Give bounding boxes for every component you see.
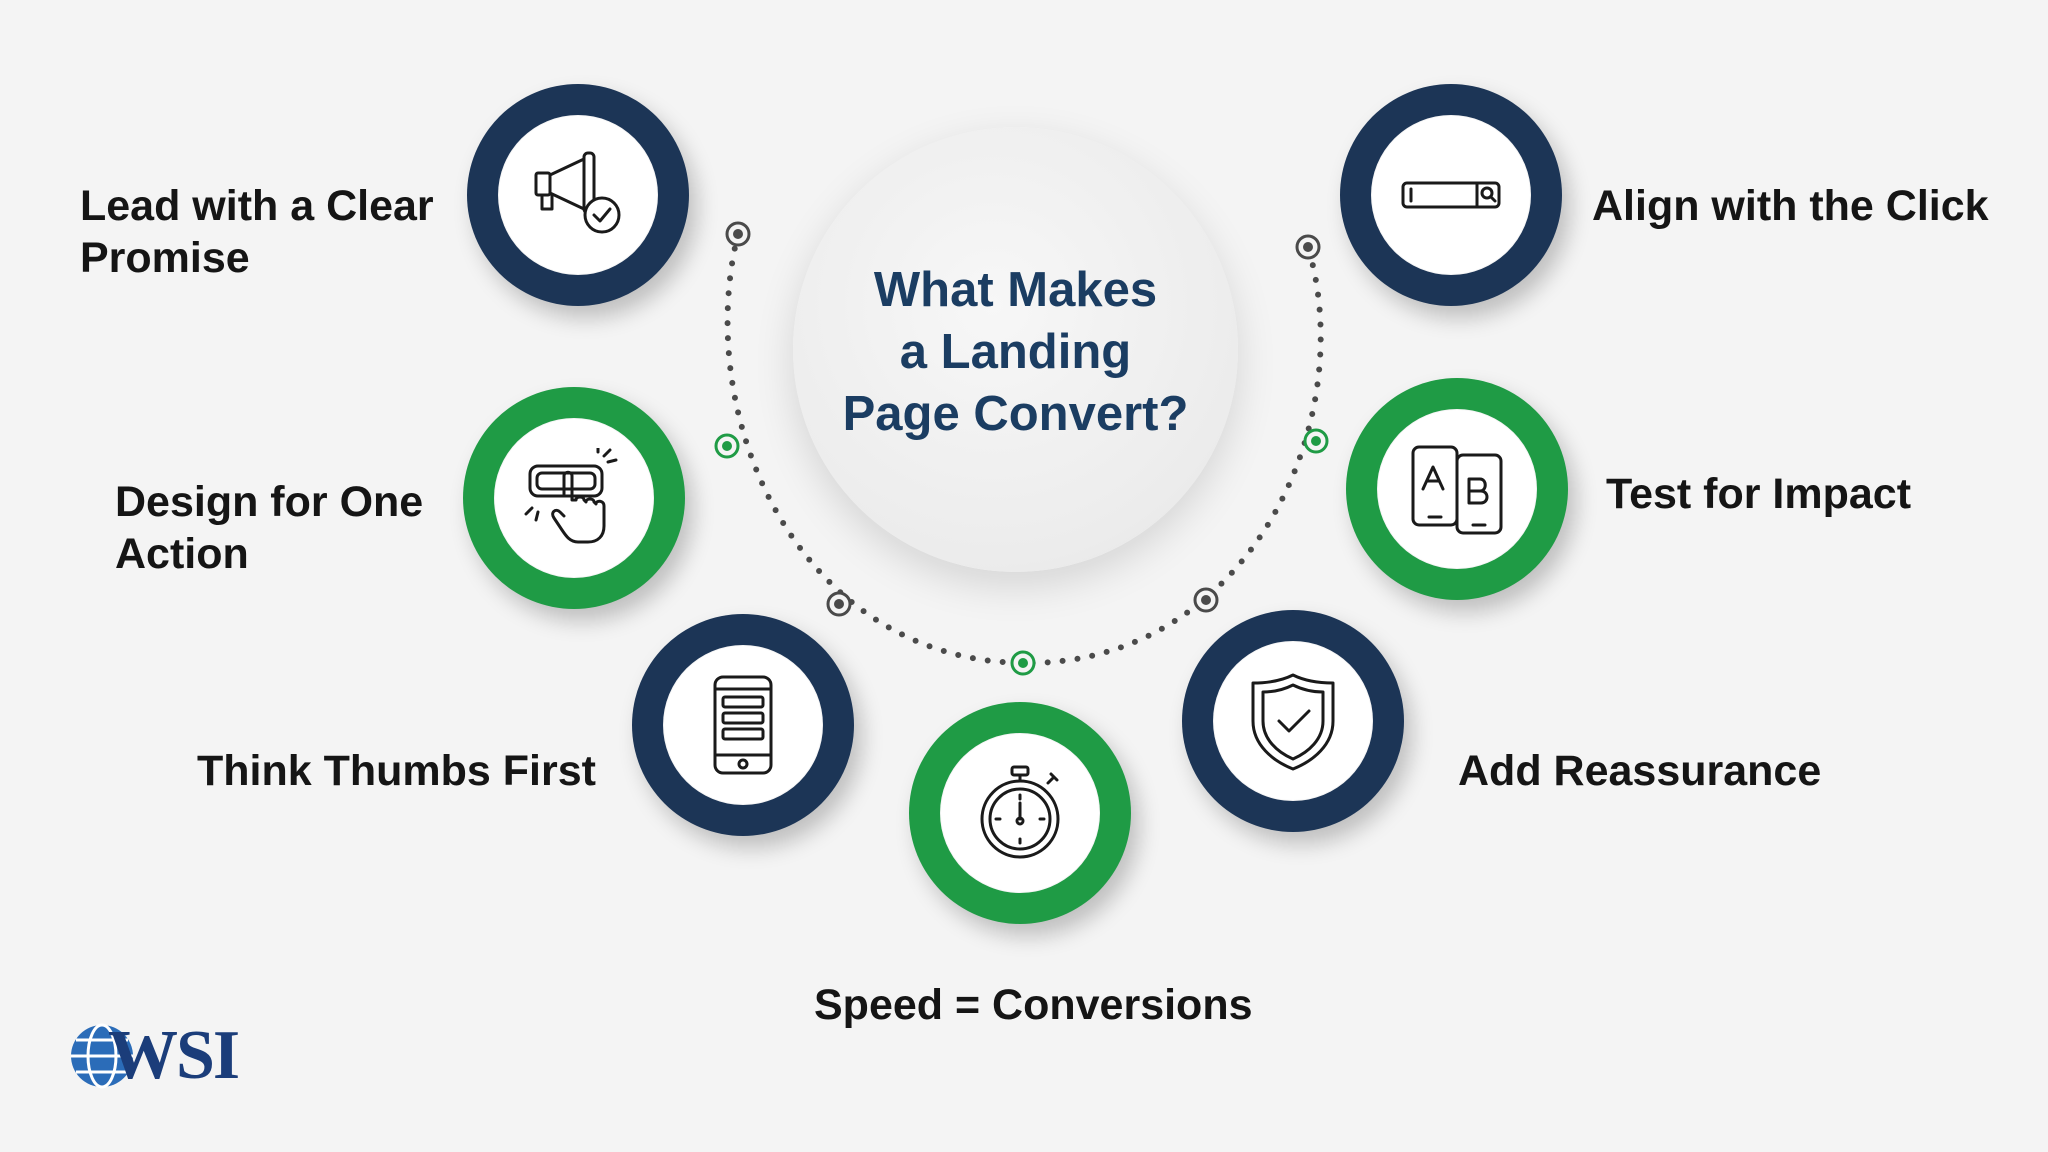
one-action-label: Design for One Action: [115, 478, 424, 578]
thumbs-label: Think Thumbs First: [197, 747, 596, 795]
center-hub: What Makes a Landing Page Convert?: [793, 127, 1238, 572]
promise-node: [467, 84, 689, 306]
logo-text: WSI: [108, 1017, 240, 1094]
thumbs-node: [632, 614, 854, 836]
promise-node-inner: [498, 115, 658, 275]
promise-label: Lead with a Clear Promise: [80, 182, 434, 282]
align-label: Align with the Click: [1592, 182, 1989, 230]
align-node: [1340, 84, 1562, 306]
reassurance-node: [1182, 610, 1404, 832]
megaphone-check-icon: [534, 151, 621, 234]
test-node-inner: [1377, 409, 1537, 569]
arc-marker-green: [1010, 650, 1036, 676]
arc-marker-navy: [826, 591, 852, 617]
search-bar-icon: [1401, 181, 1501, 209]
arc-marker-navy: [1295, 234, 1321, 260]
ab-test-icon: [1411, 445, 1503, 535]
arc-marker-green: [1303, 428, 1329, 454]
thumbs-node-inner: [663, 645, 823, 805]
speed-node-inner: [940, 733, 1100, 893]
hub-title: What Makes a Landing Page Convert?: [842, 263, 1189, 441]
arc-marker-green: [714, 433, 740, 459]
arc-markers: [714, 221, 1329, 676]
shield-check-icon: [1251, 673, 1335, 771]
wsi-logo: WSI: [68, 1017, 248, 1094]
one-action-node: [463, 387, 685, 609]
tap-button-icon: [524, 448, 618, 544]
test-node: [1346, 378, 1568, 600]
test-label: Test for Impact: [1606, 470, 1912, 518]
speed-node: [909, 702, 1131, 924]
speed-label: Speed = Conversions: [814, 981, 1253, 1029]
arc-marker-navy: [725, 221, 751, 247]
stopwatch-icon: [980, 765, 1060, 859]
smartphone-icon: [713, 675, 773, 775]
globe-icon: [71, 1023, 133, 1089]
one-action-node-inner: [494, 418, 654, 578]
reassurance-label: Add Reassurance: [1458, 747, 1822, 795]
reassurance-node-inner: [1213, 641, 1373, 801]
arc-marker-navy: [1193, 587, 1219, 613]
align-node-inner: [1371, 115, 1531, 275]
